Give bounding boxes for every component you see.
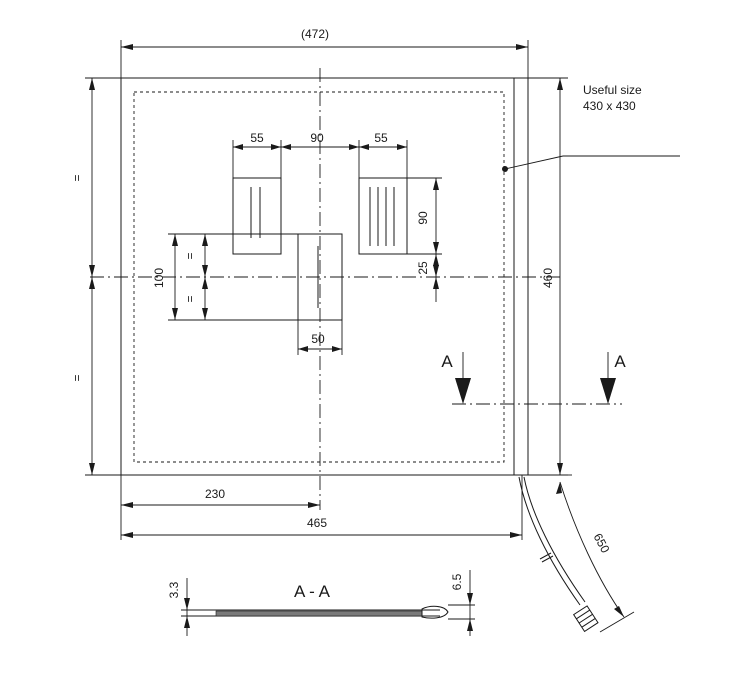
label-panel-width: 465 — [307, 516, 327, 530]
useful-size-leader — [502, 155, 680, 172]
pad-center — [297, 233, 343, 321]
dim-overall-width — [120, 40, 529, 78]
dim-group-height — [168, 233, 298, 321]
pad-left — [232, 177, 282, 255]
label-equal-small-lower: = — [183, 295, 197, 302]
label-section-thickness: 3.3 — [167, 581, 181, 598]
pad-right — [358, 177, 408, 255]
dim-cable-length — [556, 474, 635, 633]
label-pad-right-width: 55 — [374, 131, 388, 145]
label-overall-width: (472) — [301, 27, 329, 41]
dim-pad-widths — [232, 140, 408, 178]
dim-left-halves — [85, 77, 121, 476]
dim-bottom — [120, 475, 523, 540]
label-half-width: 230 — [205, 487, 225, 501]
dim-center-pad-width — [297, 320, 343, 355]
label-pad-left-width: 55 — [250, 131, 264, 145]
dim-panel-height — [528, 77, 568, 476]
label-equal-upper: = — [70, 174, 84, 181]
dim-section-thickness-end — [467, 570, 473, 636]
section-line-a — [452, 352, 622, 405]
useful-size-label: Useful size — [583, 83, 642, 97]
label-section-thickness-end: 6.5 — [450, 573, 464, 590]
section-label-right: A — [614, 352, 626, 371]
label-pad-gap: 90 — [310, 131, 324, 145]
label-center-pad-width: 50 — [311, 332, 325, 346]
section-title: A - A — [294, 582, 331, 601]
label-pad-offset: 25 — [416, 261, 430, 275]
label-cable-length: 650 — [591, 531, 613, 556]
label-panel-height: 460 — [541, 268, 555, 288]
section-view — [181, 604, 475, 620]
label-pad-height: 90 — [416, 211, 430, 225]
cable — [518, 476, 599, 633]
label-equal-lower: = — [70, 374, 84, 381]
dim-pad-heights — [407, 177, 442, 302]
dim-section-thickness — [184, 578, 190, 636]
section-label-left: A — [441, 352, 453, 371]
label-group-height: 100 — [152, 268, 166, 288]
label-equal-small-upper: = — [183, 252, 197, 259]
panel-outline — [120, 77, 529, 476]
useful-size-value: 430 x 430 — [583, 99, 636, 113]
